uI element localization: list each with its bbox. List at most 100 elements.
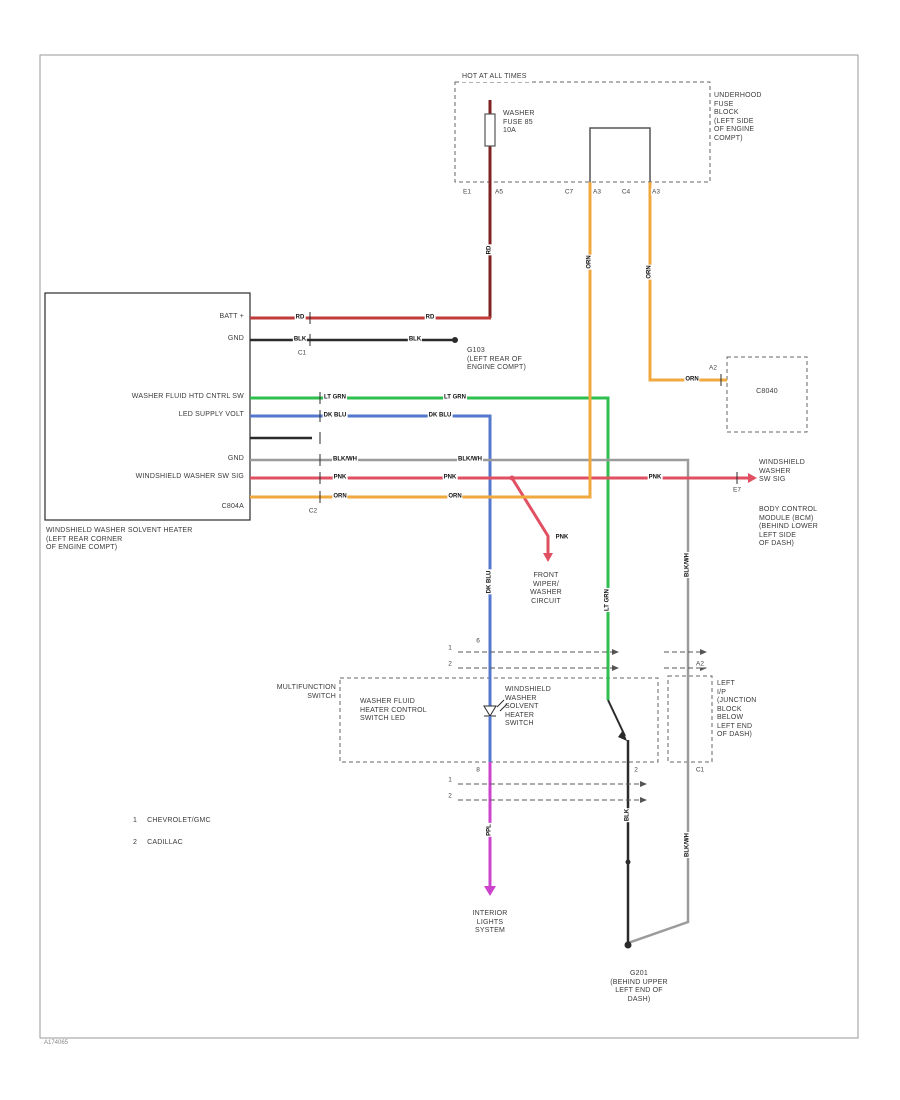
- g103-label: G103 (LEFT REAR OF ENGINE COMPT): [467, 347, 526, 371]
- arrow-to-front-wiper-icon: [543, 553, 553, 562]
- ground-wire-2: [250, 458, 690, 945]
- legend-label-2: CADILLAC: [147, 838, 183, 846]
- pin-2: 2: [633, 766, 639, 774]
- junction-block-box: [667, 675, 713, 763]
- arrow-icon: [700, 649, 707, 655]
- wire-color-chip: ORN: [684, 376, 700, 384]
- wire-color-chip: PNK: [647, 474, 663, 482]
- variant-2-marker: 2: [447, 792, 453, 800]
- legend-row: 1 CHEVROLET/GMC: [133, 817, 211, 826]
- wire-color-chip: BLK/WH: [684, 832, 692, 858]
- bcm-pin-a2: A2: [708, 364, 718, 372]
- wire-color-chip: PNK: [442, 474, 458, 482]
- ground-icon-g201: [624, 941, 632, 949]
- module-pin-batt: BATT +: [219, 313, 244, 320]
- wire-color-chip: ORN: [646, 264, 654, 280]
- switch-blade-icon: [607, 699, 626, 737]
- wire-color-chip: BLK/WH: [684, 552, 692, 578]
- wire-color-chip: ORN: [447, 493, 463, 501]
- wire-color-chip: ORN: [586, 254, 594, 270]
- connector-c2-label: C2: [307, 507, 319, 515]
- pin-c4: C4: [620, 188, 632, 196]
- bcm-name-label: BODY CONTROL MODULE (BCM) (BEHIND LOWER …: [759, 506, 818, 547]
- underhood-fuse-block-box: [454, 81, 711, 183]
- wire-color-chip: RD: [424, 314, 436, 322]
- pin-a3-a: A3: [592, 188, 602, 196]
- wire-color-chip: PNK: [332, 474, 348, 482]
- splice-dot-2: [625, 859, 631, 865]
- fuse-block-bus: [589, 127, 651, 182]
- arrow-icon: [612, 665, 619, 671]
- wire-color-chip: ORN: [332, 493, 348, 501]
- wire-color-chip: BLK: [624, 807, 632, 823]
- heater-module-box: [44, 292, 251, 521]
- wire-color-chip: DK BLU: [427, 412, 453, 420]
- washer-sw-sig-label: WINDSHIELD WASHER SW SIG: [759, 459, 805, 483]
- arrow-to-interior-lights-icon: [484, 886, 496, 896]
- interior-lights-label: INTERIOR LIGHTS SYSTEM: [472, 910, 508, 934]
- pin-e1: E1: [462, 188, 472, 196]
- ground-icon-g103: [452, 337, 458, 343]
- wire-color-chip: BLK/WH: [332, 456, 358, 464]
- pin-a5: A5: [494, 188, 504, 196]
- pin-8: 8: [475, 766, 481, 774]
- wire-color-chip: RD: [294, 314, 306, 322]
- switch-blade-arrow-icon: [618, 730, 627, 741]
- legend-num-2: 2: [133, 838, 138, 846]
- page-frame: [39, 54, 859, 1039]
- underhood-fuse-block-label: UNDERHOOD FUSE BLOCK (LEFT SIDE OF ENGIN…: [714, 92, 762, 142]
- variant-1-marker: 1: [447, 644, 453, 652]
- splice-dot: [509, 475, 515, 481]
- arrow-to-bcm-icon: [748, 473, 757, 483]
- wire-color-chip: RD: [486, 244, 494, 256]
- led-switch-label: WASHER FLUID HEATER CONTROL SWITCH LED: [360, 698, 427, 722]
- wire-color-chip: DK BLU: [486, 569, 494, 595]
- arrow-icon: [640, 781, 647, 787]
- connector-ticks: [309, 312, 738, 503]
- heater-switch-label: WINDSHIELD WASHER SOLVENT HEATER SWITCH: [505, 686, 551, 727]
- g201-label: G201 (BEHIND UPPER LEFT END OF DASH): [610, 970, 668, 1003]
- bcm-connector-label: C8040: [756, 388, 778, 395]
- module-connector-label: C804A: [221, 503, 244, 510]
- module-pin-gnd2: GND: [227, 455, 244, 462]
- wire-color-chip: LT GRN: [604, 588, 612, 612]
- front-wiper-circuit-label: FRONT WIPER/ WASHER CIRCUIT: [530, 572, 562, 605]
- heater-module-caption: WINDSHIELD WASHER SOLVENT HEATER (LEFT R…: [46, 527, 193, 551]
- wire-color-chip: PNK: [554, 534, 570, 542]
- multifunction-switch-box: [339, 677, 659, 763]
- variant-1-marker: 1: [447, 776, 453, 784]
- orange-feed-wire-2: [648, 182, 727, 382]
- wire-color-chip: LT GRN: [443, 394, 467, 402]
- orange-feed-wire-1: [250, 182, 592, 499]
- led-icon: [483, 705, 497, 717]
- fuse-label: WASHER FUSE 85 10A: [503, 110, 535, 134]
- module-pin-led-supply: LED SUPPLY VOLT: [178, 411, 244, 418]
- wire-color-chip: DK BLU: [322, 412, 348, 420]
- connector-c1-label: C1: [296, 349, 308, 357]
- wire-color-chip: PPL: [486, 823, 494, 837]
- wire-color-chip: BLK: [407, 336, 423, 344]
- module-pin-sw-sig: WINDSHIELD WASHER SW SIG: [135, 473, 244, 480]
- legend: 1 CHEVROLET/GMC 2 CADILLAC: [133, 808, 211, 856]
- pin-a3-b: A3: [651, 188, 661, 196]
- wire-color-chip: BLK/WH: [457, 456, 483, 464]
- diagram-code: A174065: [44, 1040, 69, 1046]
- inline-connector-rows: [458, 651, 700, 801]
- heater-control-wire: [250, 396, 610, 700]
- washer-switch-signal-wire: [250, 476, 748, 553]
- module-pin-ctrl-sw: WASHER FLUID HTD CNTRL SW: [131, 393, 244, 400]
- junction-pin-a2: A2: [695, 660, 705, 668]
- bcm-pin-e7: E7: [732, 486, 742, 494]
- legend-row: 2 CADILLAC: [133, 839, 211, 848]
- legend-label-1: CHEVROLET/GMC: [147, 816, 211, 824]
- hot-at-all-times-label: HOT AT ALL TIMES: [460, 73, 529, 82]
- junction-block-label: LEFT I/P (JUNCTION BLOCK BELOW LEFT END …: [717, 680, 757, 738]
- fuse-icon: [484, 113, 496, 147]
- multifunction-switch-label: MULTIFUNCTION SWITCH: [276, 684, 336, 700]
- junction-pin-c1: C1: [694, 766, 706, 774]
- arrow-icon: [640, 797, 647, 803]
- variant-2-marker: 2: [447, 660, 453, 668]
- legend-num-1: 1: [133, 816, 138, 824]
- module-pin-gnd1: GND: [227, 335, 244, 342]
